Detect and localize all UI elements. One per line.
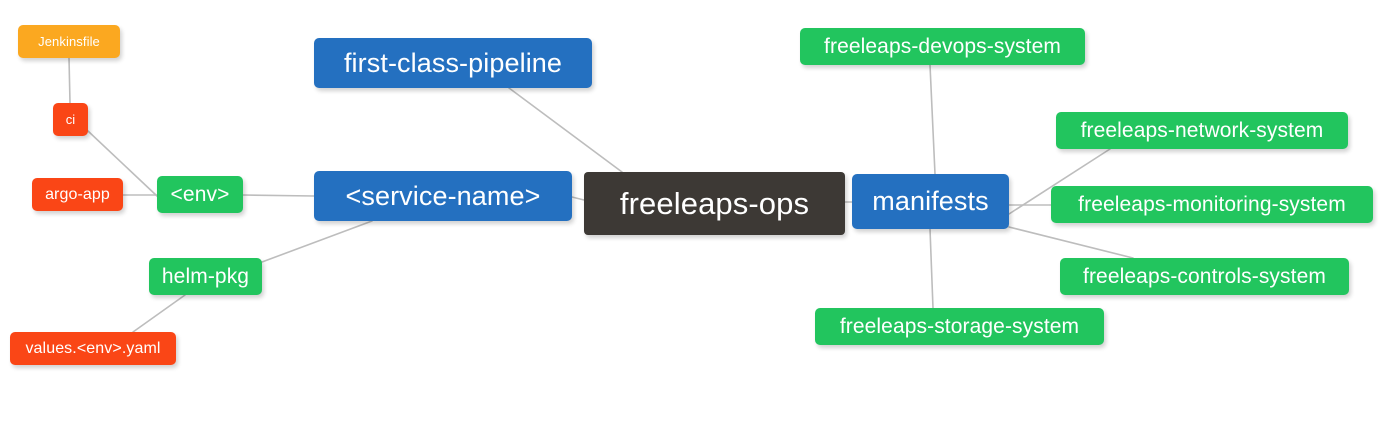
node-ci[interactable]: ci [53,103,88,136]
node-freeleaps-ops[interactable]: freeleaps-ops [584,172,845,235]
edge-first-class-pipeline-to-freeleaps-ops [508,87,623,173]
node-service-name[interactable]: <service-name> [314,171,572,221]
node-env[interactable]: <env> [157,176,243,213]
node-freeleaps-controls-system[interactable]: freeleaps-controls-system [1060,258,1349,295]
edge-jenkinsfile-to-ci [68,57,71,104]
node-values-yaml[interactable]: values.<env>.yaml [10,332,176,365]
edge-values-yaml-to-helm-pkg [132,294,186,333]
edge-manifests-to-freeleaps-storage-system [929,228,934,309]
node-freeleaps-monitoring-system[interactable]: freeleaps-monitoring-system [1051,186,1373,223]
node-jenkinsfile[interactable]: Jenkinsfile [18,25,120,58]
edge-env-to-service-name [242,194,315,197]
node-freeleaps-devops-system[interactable]: freeleaps-devops-system [800,28,1085,65]
node-argo-app[interactable]: argo-app [32,178,123,211]
edge-helm-pkg-to-service-name [261,220,373,263]
edge-service-name-to-freeleaps-ops [571,196,585,201]
edge-manifests-to-freeleaps-controls-system [1008,226,1134,259]
edge-manifests-to-freeleaps-devops-system [929,64,936,175]
node-freeleaps-storage-system[interactable]: freeleaps-storage-system [815,308,1104,345]
node-first-class-pipeline[interactable]: first-class-pipeline [314,38,592,88]
node-helm-pkg[interactable]: helm-pkg [149,258,262,295]
node-freeleaps-network-system[interactable]: freeleaps-network-system [1056,112,1348,149]
node-manifests[interactable]: manifests [852,174,1009,229]
